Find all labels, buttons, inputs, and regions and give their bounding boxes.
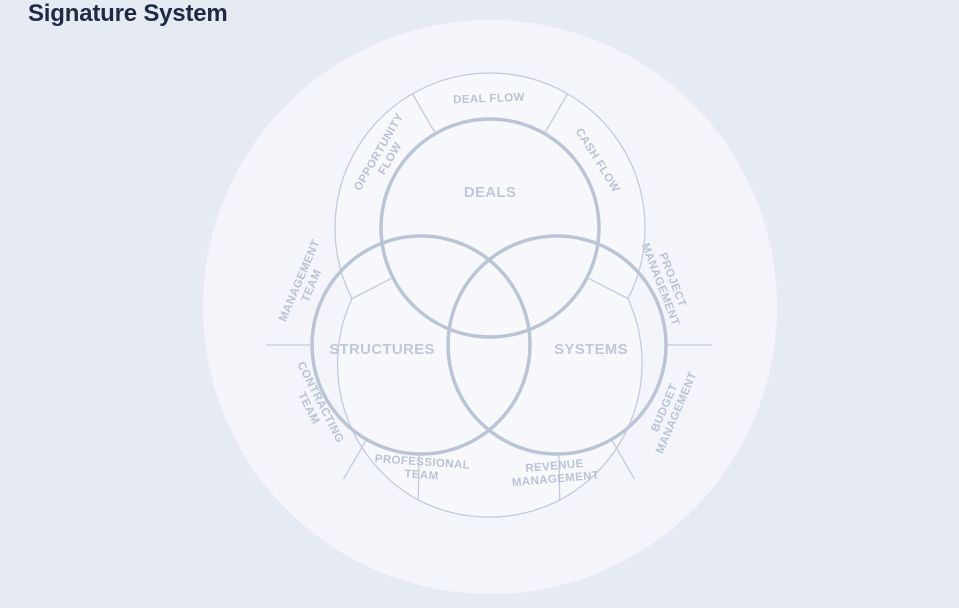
segment-label-line: TEAM [404,468,439,482]
segment-divider [351,277,392,300]
segment-divider [417,455,420,500]
outer-ring-fill [334,73,646,518]
segment-deal-flow: DEAL FLOW [453,92,525,106]
venn-circles [310,117,668,456]
deals-circle [379,117,601,339]
structures-label: STRUCTURES [329,341,435,358]
backdrop-circle [203,20,777,594]
segment-divider [544,93,569,133]
segment-label-line: REVENUE [525,458,584,475]
segment-divider [411,93,436,133]
deals-label: DEALS [464,184,516,201]
segment-divider [588,277,629,300]
circle-labels: DEALS STRUCTURES SYSTEMS [329,184,628,358]
segment-label-line: DEAL FLOW [453,92,525,106]
systems-circle [446,234,668,456]
structures-circle [310,234,532,456]
outer-ring-outline [334,72,646,518]
outer-ring [266,72,712,518]
segment-divider [611,440,636,480]
systems-label: SYSTEMS [554,341,628,358]
segment-divider [558,455,561,500]
page-title: Signature System [28,0,228,27]
segment-divider [342,440,367,480]
